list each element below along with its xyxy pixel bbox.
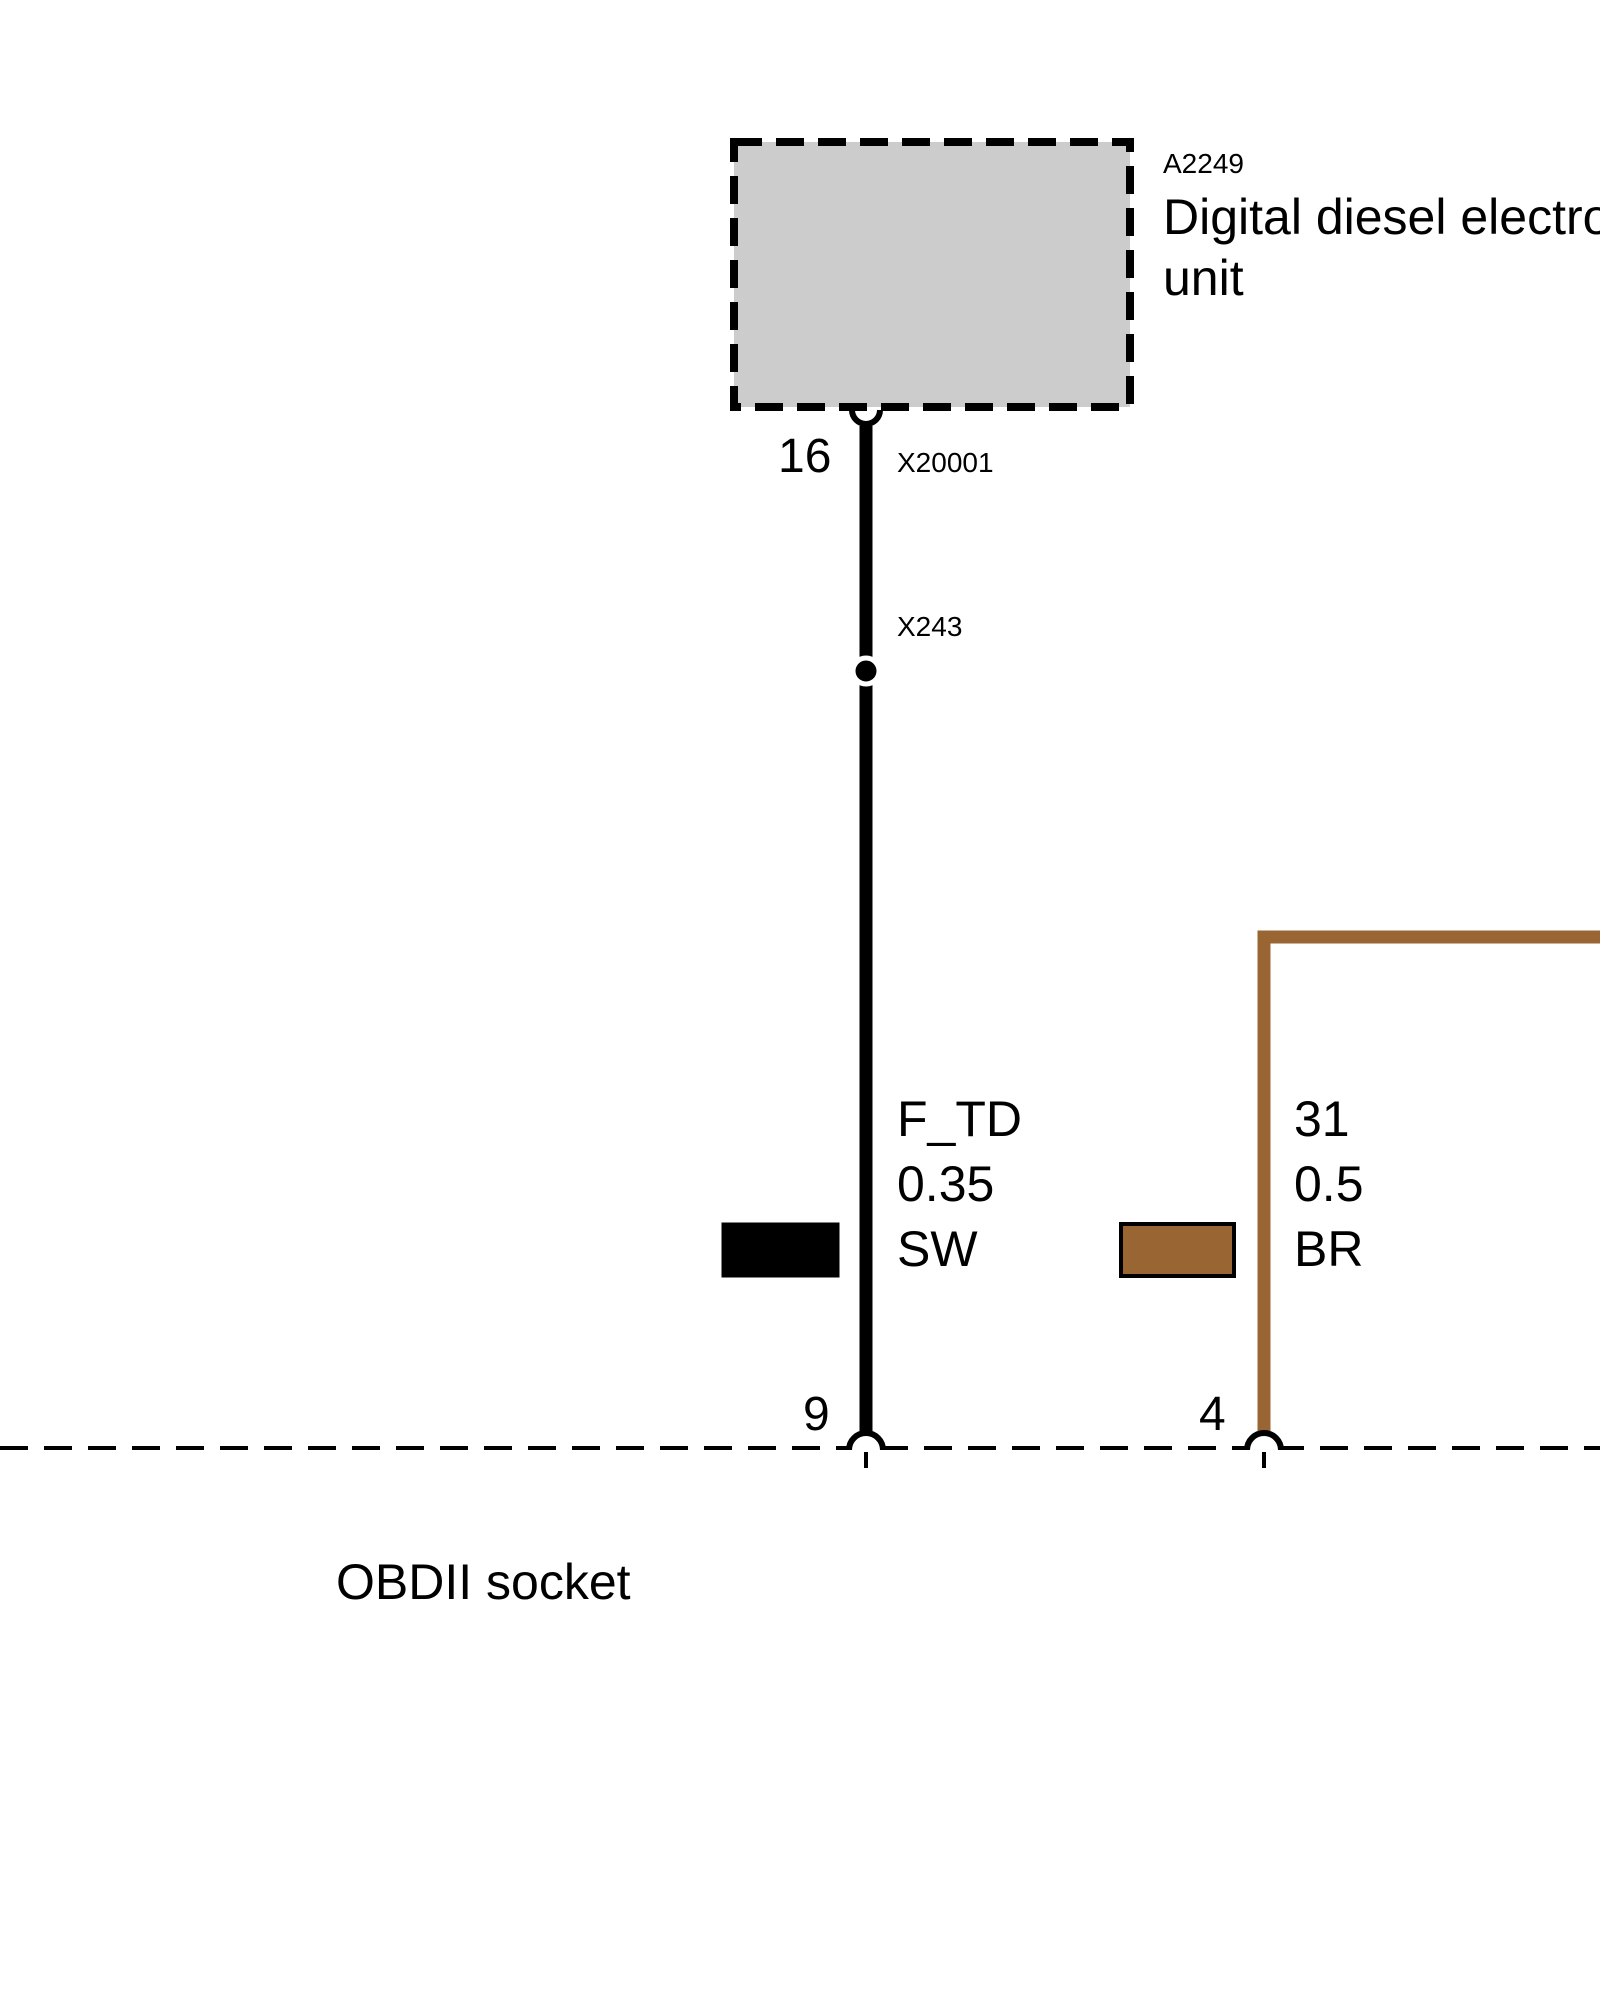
obdii-socket-label: OBDII socket (336, 1554, 631, 1610)
pin-4-receptacle (1244, 1430, 1284, 1468)
pin-16-connector-symbol (849, 409, 883, 427)
wire-color-swatch-black (721, 1222, 840, 1278)
splice-x243-node (850, 655, 882, 687)
wire-f-td-size: 0.35 (897, 1156, 994, 1212)
component-name-line2: unit (1163, 250, 1244, 306)
wire-31-color-code: BR (1294, 1221, 1363, 1277)
wire-31-signal: 31 (1294, 1091, 1350, 1147)
wire-f-td-signal: F_TD (897, 1091, 1022, 1147)
wire-31-size: 0.5 (1294, 1156, 1364, 1212)
pin-9-label: 9 (803, 1388, 830, 1441)
control-unit-box[interactable] (730, 138, 1134, 411)
pin-16-label: 16 (778, 430, 831, 483)
pin-4-label: 4 (1199, 1388, 1226, 1441)
control-unit-a2249[interactable] (730, 138, 1134, 411)
wire-31-brown[interactable] (1257, 930, 1600, 1446)
connector-x243-label: X243 (897, 611, 962, 642)
component-id: A2249 (1163, 148, 1244, 179)
connector-x20001-label: X20001 (897, 447, 994, 478)
wire-color-swatch-brown (1119, 1222, 1236, 1278)
wire-f-td-color-code: SW (897, 1221, 978, 1277)
component-name-line1: Digital diesel electronics (1163, 189, 1600, 245)
pin-9-receptacle (846, 1430, 886, 1468)
